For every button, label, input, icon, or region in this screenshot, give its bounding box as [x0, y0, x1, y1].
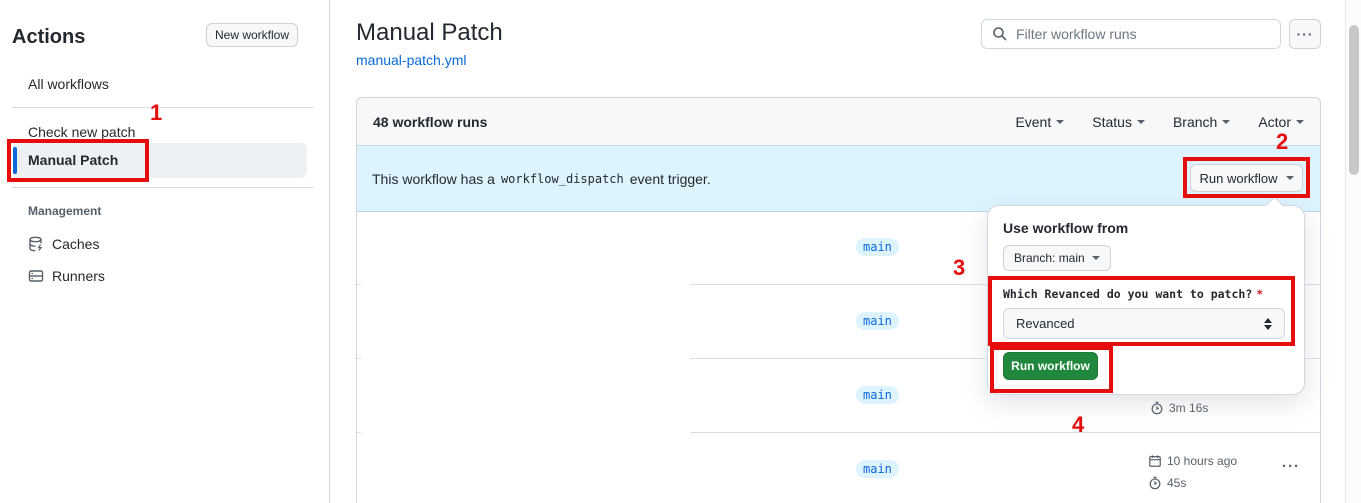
revanced-select[interactable]: Revanced — [1003, 308, 1285, 339]
sidebar-item-manual-patch[interactable]: Manual Patch — [13, 143, 307, 178]
chevron-down-icon — [1056, 119, 1065, 124]
actions-sidebar: Actions New workflow All workflows Check… — [0, 0, 330, 503]
scrollbar-thumb[interactable] — [1349, 25, 1359, 175]
workflow-input-label: Which Revanced do you want to patch?* — [1003, 287, 1264, 301]
filter-event[interactable]: Event — [1015, 114, 1065, 130]
page-title: Manual Patch — [356, 19, 503, 46]
search-icon — [992, 26, 1008, 42]
management-section-header: Management — [28, 204, 102, 218]
stopwatch-icon — [1150, 401, 1164, 415]
filter-actor[interactable]: Actor — [1258, 114, 1304, 130]
filter-runs-searchbox[interactable] — [981, 19, 1281, 49]
branch-select-button[interactable]: Branch: main — [1003, 245, 1111, 271]
runs-list-header: 48 workflow runs Event Status Branch Act… — [356, 97, 1321, 146]
runs-filters: Event Status Branch Actor — [1015, 114, 1304, 130]
workflow-dispatch-code: workflow_dispatch — [500, 171, 624, 186]
new-workflow-button[interactable]: New workflow — [206, 23, 298, 47]
sidebar-item-check-new-patch[interactable]: Check new patch — [28, 124, 136, 140]
filter-branch[interactable]: Branch — [1173, 114, 1231, 130]
sidebar-title: Actions — [12, 26, 86, 48]
run-duration: 45s — [1148, 476, 1186, 490]
sidebar-divider — [12, 107, 314, 108]
filter-status[interactable]: Status — [1092, 114, 1145, 130]
row-kebab-button[interactable]: ··· — [1282, 458, 1300, 475]
scrollbar-track[interactable] — [1345, 0, 1361, 503]
sidebar-item-runners[interactable]: Runners — [28, 268, 105, 284]
workflow-dispatch-banner: This workflow has a workflow_dispatch ev… — [357, 146, 1320, 212]
chevron-down-icon — [1136, 119, 1145, 124]
sidebar-item-all-workflows[interactable]: All workflows — [28, 76, 109, 92]
row-separator — [357, 284, 361, 285]
row-separator — [357, 358, 361, 359]
required-asterisk: * — [1256, 287, 1264, 301]
branch-badge[interactable]: main — [856, 238, 899, 256]
search-input[interactable] — [1016, 26, 1270, 42]
branch-badge[interactable]: main — [856, 386, 899, 404]
chevron-down-icon — [1285, 176, 1294, 180]
selected-accent-bar — [13, 147, 17, 174]
run-time: 10 hours ago — [1148, 454, 1237, 468]
run-workflow-submit-button[interactable]: Run workflow — [1003, 352, 1098, 380]
sidebar-item-label: Caches — [52, 236, 100, 252]
row-separator — [357, 432, 361, 433]
run-duration: 3m 16s — [1150, 401, 1208, 415]
branch-badge[interactable]: main — [856, 312, 899, 330]
server-icon — [28, 268, 44, 284]
branch-badge[interactable]: main — [856, 460, 899, 478]
panel-title: Use workflow from — [1003, 220, 1129, 236]
sidebar-item-caches[interactable]: Caches — [28, 236, 99, 252]
chevron-down-icon — [1222, 119, 1231, 124]
sidebar-item-label: Manual Patch — [28, 152, 119, 168]
updown-arrows-icon — [1264, 317, 1272, 330]
chevron-down-icon — [1091, 256, 1100, 260]
runs-count: 48 workflow runs — [373, 113, 488, 130]
sidebar-item-label: Runners — [52, 268, 105, 284]
workflow-file-link[interactable]: manual-patch.yml — [356, 52, 467, 68]
page-kebab-button[interactable]: ··· — [1289, 19, 1321, 49]
chevron-down-icon — [1296, 119, 1304, 124]
database-icon — [28, 236, 44, 252]
sidebar-divider — [12, 187, 314, 188]
calendar-icon — [1148, 454, 1162, 468]
run-workflow-dropdown-button[interactable]: Run workflow — [1190, 164, 1303, 192]
row-separator — [690, 432, 1321, 433]
stopwatch-icon — [1148, 476, 1162, 490]
